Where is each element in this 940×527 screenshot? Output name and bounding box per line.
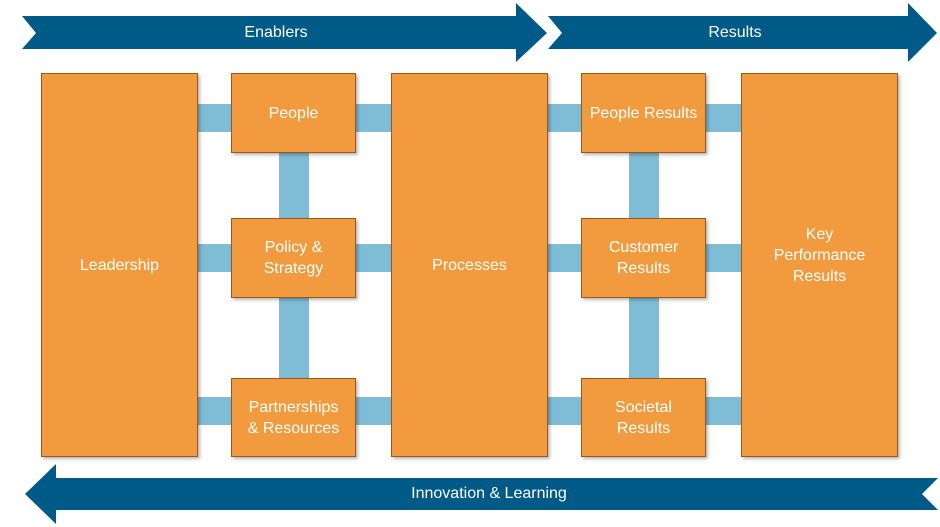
innovation-learning-arrow [25, 464, 938, 524]
connector-leadership-policy [197, 244, 232, 272]
connector-customer-results-kpr [705, 244, 742, 272]
key-performance-results-box: Key Performance Results [741, 73, 898, 457]
partnerships-resources-box: Partnerships & Resources [231, 378, 356, 457]
enablers-label: Enablers [244, 23, 308, 41]
enablers-arrow [22, 3, 547, 62]
connector-people-processes [355, 104, 392, 132]
policy-strategy-box: Policy & Strategy [231, 218, 356, 298]
societal-results-box: Societal Results [581, 378, 706, 457]
connector-partnerships-processes [355, 397, 392, 425]
results-label: Results [708, 23, 762, 41]
connector-people-results-kpr [705, 104, 742, 132]
innovation-learning-label: Innovation & Learning [411, 485, 567, 502]
connector-processes-customer-results [547, 244, 582, 272]
connector-processes-people-results [547, 104, 582, 132]
connector-people-results-customer-results [629, 152, 659, 219]
connector-processes-societal-results [547, 397, 582, 425]
results-arrow [548, 3, 937, 62]
processes-box: Processes [391, 73, 548, 457]
people-results-box: People Results [581, 73, 706, 153]
customer-results-box: Customer Results [581, 218, 706, 298]
connector-leadership-partnerships [197, 397, 232, 425]
leadership-box: Leadership [41, 73, 198, 457]
connector-leadership-people [197, 104, 232, 132]
connector-policy-processes [355, 244, 392, 272]
connector-people-policy [279, 152, 309, 219]
people-box: People [231, 73, 356, 153]
connector-policy-partnerships [279, 297, 309, 379]
connector-societal-results-kpr [705, 397, 742, 425]
connector-customer-results-societal-results [629, 297, 659, 379]
